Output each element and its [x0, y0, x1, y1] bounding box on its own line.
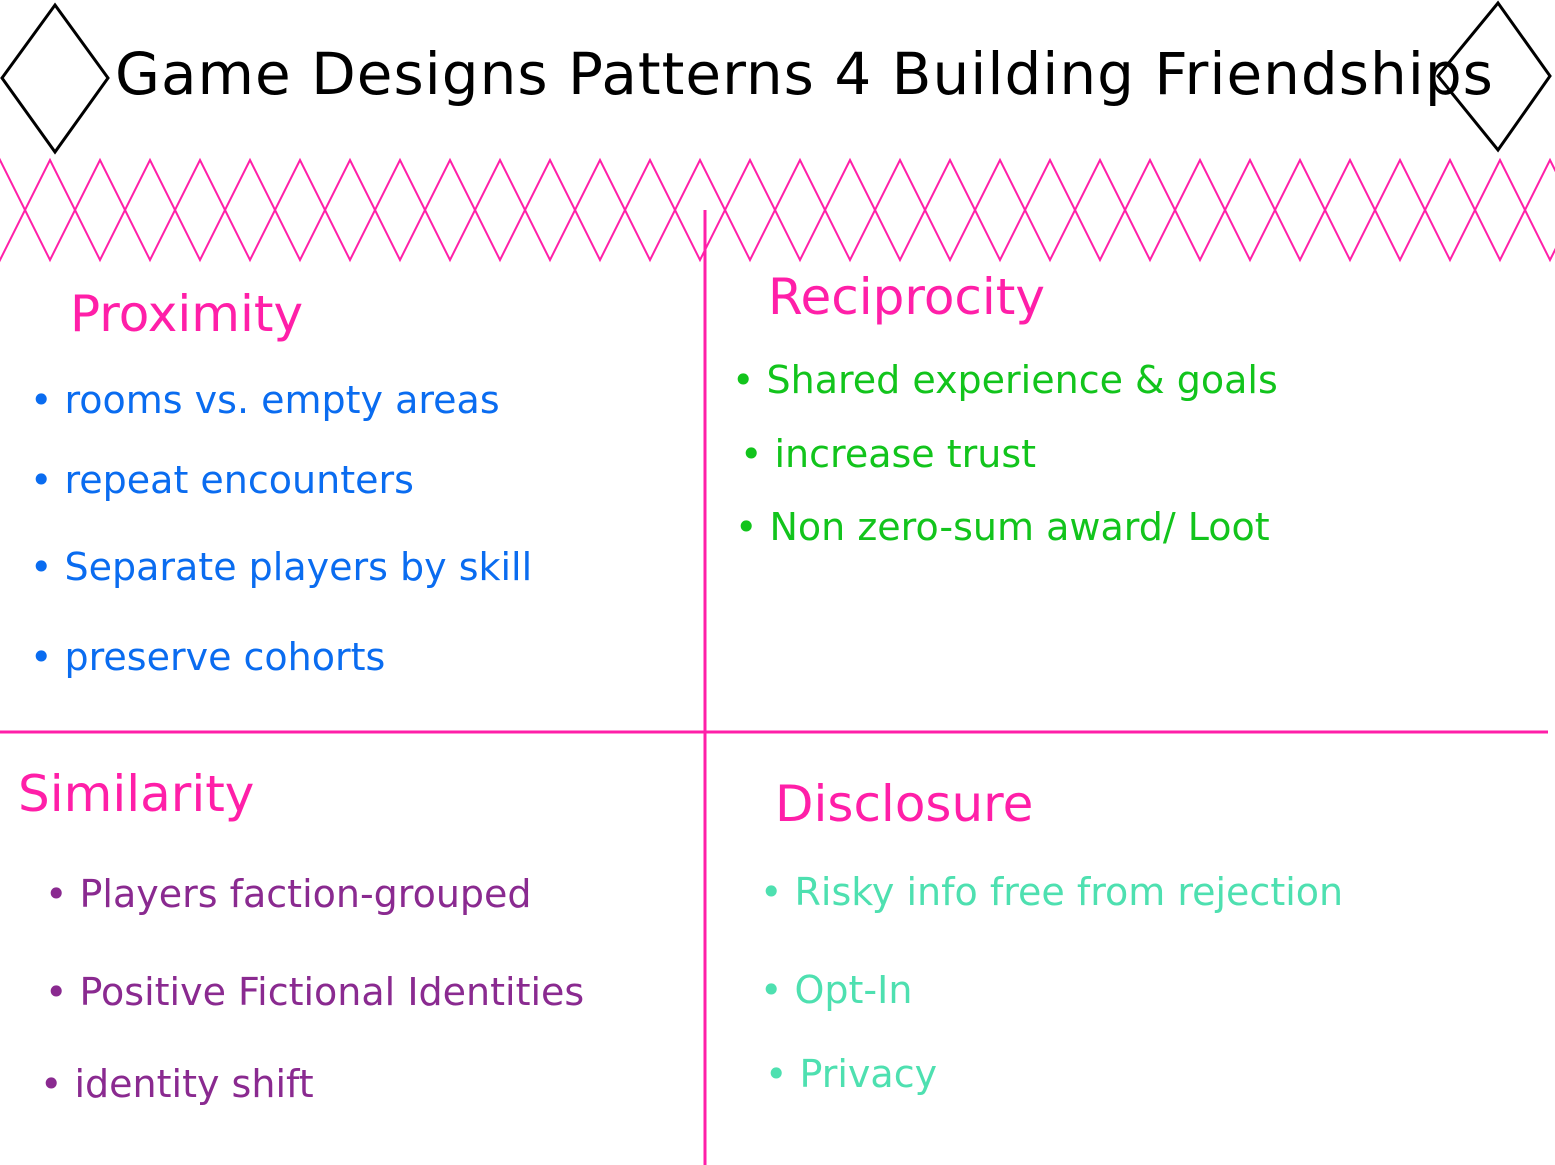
diamond-right-icon	[1436, 0, 1552, 153]
list-item: • Risky info free from rejection	[760, 870, 1344, 914]
list-item: • Players faction-grouped	[45, 872, 532, 916]
heading-reciprocity: Reciprocity	[768, 268, 1046, 326]
list-item: • preserve cohorts	[30, 635, 386, 679]
list-item: • repeat encounters	[30, 458, 414, 502]
list-item: • rooms vs. empty areas	[30, 378, 500, 422]
list-item: • Opt-In	[760, 968, 913, 1012]
diamond-left-icon	[0, 2, 110, 155]
heading-disclosure: Disclosure	[775, 775, 1034, 833]
zigzag-line	[0, 157, 1555, 263]
list-item: • Positive Fictional Identities	[45, 970, 585, 1014]
list-item: • identity shift	[40, 1062, 314, 1106]
list-item: • Shared experience & goals	[732, 358, 1278, 402]
zigzag-border	[0, 157, 1555, 263]
list-item: • Separate players by skill	[30, 545, 533, 589]
zigzag-line	[0, 157, 1555, 263]
list-item: • increase trust	[740, 432, 1037, 476]
list-item: • Privacy	[765, 1052, 938, 1096]
heading-proximity: Proximity	[70, 285, 304, 343]
page-title: Game Designs Patterns 4 Building Friends…	[115, 40, 1494, 108]
list-item: • Non zero-sum award/ Loot	[735, 505, 1270, 549]
heading-similarity: Similarity	[18, 765, 255, 823]
